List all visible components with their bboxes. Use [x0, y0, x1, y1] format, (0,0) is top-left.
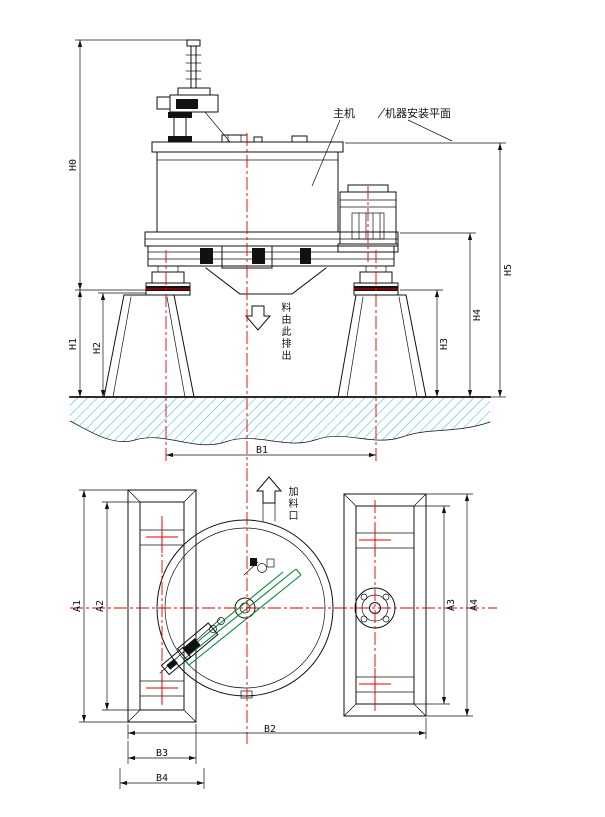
scraper-assembly: [183, 568, 302, 666]
mounting-plane-label: 机器安装平面: [385, 106, 451, 120]
dim-a1: A1: [72, 489, 128, 723]
dim-b4: B4: [119, 768, 205, 789]
dim-a2: A2: [95, 501, 140, 711]
main-machine-label: 主机: [333, 106, 355, 120]
right-leg: [337, 294, 427, 398]
feed-pipe-assembly: [159, 617, 225, 676]
dim-h1-label: H1: [68, 338, 79, 350]
dim-h5: H5: [345, 142, 514, 398]
left-isolator: [145, 271, 191, 296]
front-view: H0 H1 H2 H5 H4 H3 B1: [68, 39, 514, 466]
dim-h0: H0: [68, 39, 190, 290]
centerlines-front: [146, 133, 398, 466]
dim-b3-label: B3: [156, 748, 168, 759]
feed-arrow-icon: [255, 476, 283, 504]
dim-h3: H3: [400, 289, 450, 397]
drum-top-bracket: [243, 558, 275, 576]
dim-h4: H4: [400, 232, 483, 397]
feed-tower: [156, 39, 231, 143]
dim-h5-label: H5: [503, 264, 514, 276]
leader-mounting-plane: 机器安装平面: [377, 106, 453, 142]
dim-b2-label: B2: [264, 724, 276, 735]
right-foundation-frame: [343, 493, 427, 717]
dim-a1-label: A1: [72, 600, 83, 612]
anchor-bolt-marks: [146, 521, 391, 704]
dim-a4: A4: [426, 493, 480, 717]
lid-handle: [221, 134, 248, 143]
plan-flow-note: 加料口: [286, 486, 297, 522]
dim-h2-label: H2: [92, 342, 103, 354]
front-flow-note: 料由此排出: [279, 302, 290, 362]
dim-a3: A3: [414, 505, 457, 705]
casing: [151, 134, 344, 233]
dim-h3-label: H3: [439, 338, 450, 350]
discharge-chute: [205, 267, 327, 295]
dim-b3: B3: [127, 724, 197, 764]
dim-h4-label: H4: [472, 309, 483, 321]
dim-b2: B2: [127, 718, 427, 739]
dim-a3-label: A3: [446, 599, 457, 611]
dim-h0-label: H0: [68, 159, 79, 171]
left-leg: [103, 294, 195, 398]
ground-break-line: [69, 420, 491, 446]
leader-main-machine: 主机: [311, 106, 355, 187]
lid-cap: [291, 135, 308, 143]
discharge-arrow-icon: [244, 305, 272, 331]
dim-a4-label: A4: [469, 599, 480, 611]
dim-h1: H1: [68, 289, 146, 397]
dim-h2: H2: [92, 292, 146, 397]
drum-bottom-detail: [240, 690, 253, 699]
dim-b1-label: B1: [256, 445, 268, 456]
dim-b1: B1: [166, 445, 376, 458]
under-frame: [147, 245, 395, 273]
dim-a2-label: A2: [95, 600, 106, 612]
ground: [69, 396, 491, 446]
plan-view: A1 A2 A3 A4 B2: [70, 468, 497, 789]
dim-b4-label: B4: [156, 773, 168, 784]
